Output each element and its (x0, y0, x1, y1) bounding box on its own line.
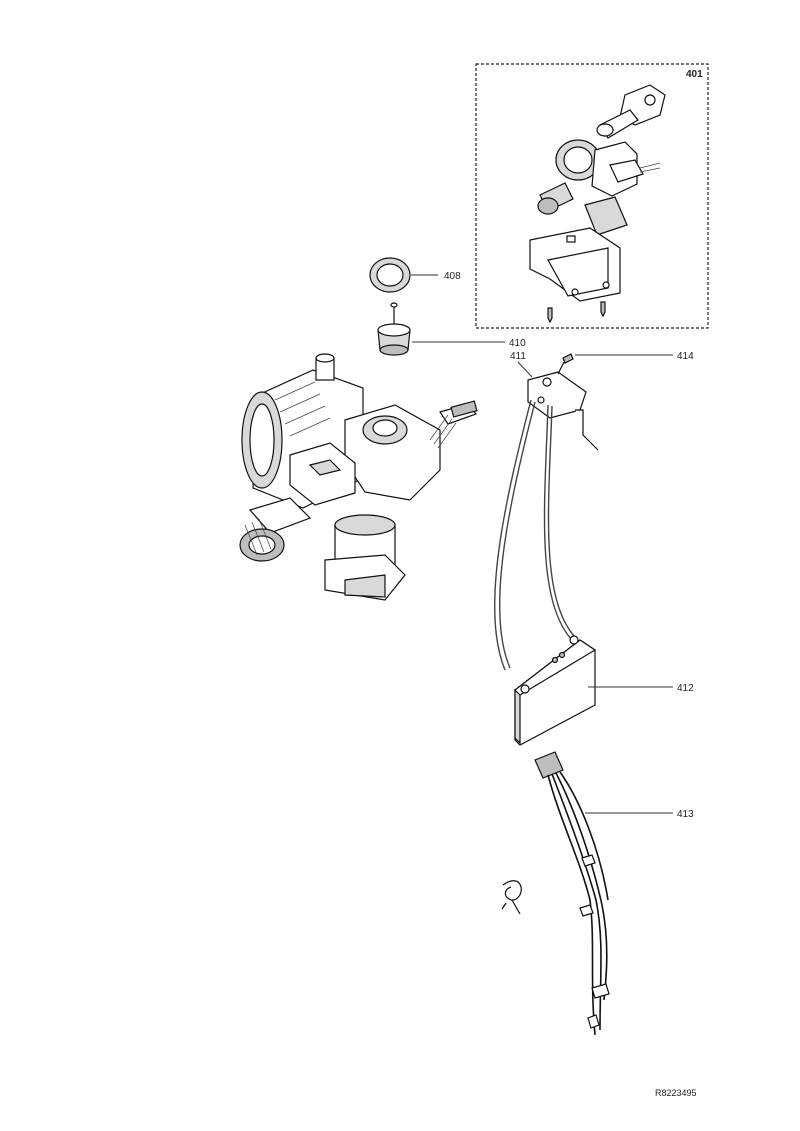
small-clip (501, 880, 522, 915)
inset-screws (547, 301, 606, 324)
part-410-filter: 410 (377, 302, 526, 356)
callout-408: 408 (444, 271, 461, 282)
main-pump-assembly (239, 353, 478, 601)
callout-410: 410 (509, 338, 526, 349)
part-408-seal: 408 (369, 257, 461, 293)
callout-411: 411 (510, 351, 526, 362)
callout-413: 413 (677, 809, 694, 820)
inset-bracket (529, 227, 621, 302)
part-413-harness: 413 (534, 751, 694, 1036)
sensor-capillary (493, 399, 577, 671)
callout-412: 412 (677, 683, 694, 694)
callout-414: 414 (677, 351, 694, 362)
inset-401: 401 (475, 63, 709, 329)
leader-411 (517, 361, 533, 378)
drawing-reference: R8223495 (655, 1088, 697, 1098)
callout-401: 401 (686, 69, 703, 80)
part-414-screw: 414 (557, 351, 694, 375)
part-411-lever: 411 (510, 351, 599, 451)
part-412-box: 412 (514, 635, 694, 746)
inset-flange (596, 84, 666, 139)
inset-pump (537, 139, 661, 236)
inset-frame (475, 63, 709, 329)
